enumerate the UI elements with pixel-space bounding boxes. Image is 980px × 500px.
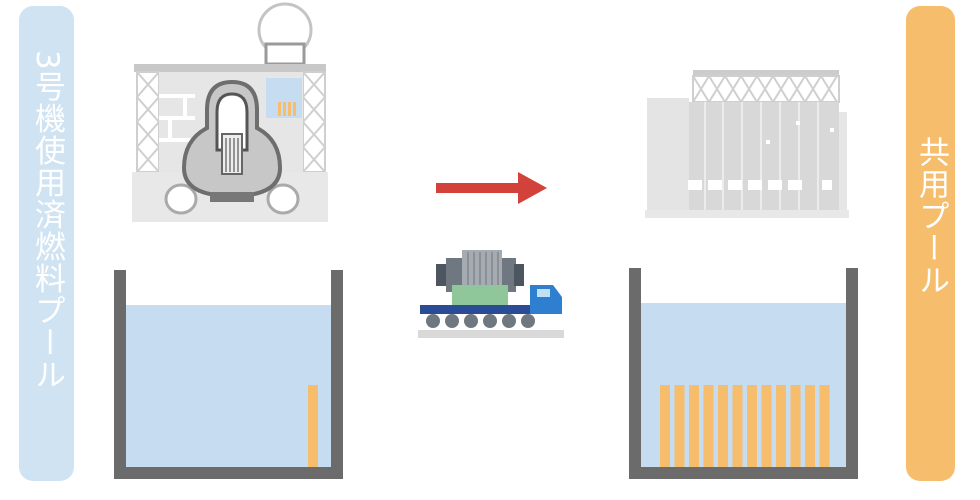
common-fuel-assembly [660, 385, 670, 467]
common-fuel-assembly [761, 385, 772, 467]
common-pool-label: 共用プール [906, 6, 955, 481]
common-fuel-rack [660, 385, 830, 467]
unit3-fuel-rack [308, 385, 318, 467]
common-fuel-assembly [718, 385, 728, 467]
common-fuel-assembly [776, 385, 786, 467]
common-fuel-assembly [732, 385, 743, 467]
common-fuel-assembly [790, 385, 801, 467]
unit3-pool-wall [114, 270, 343, 479]
unit3-fuel-assembly [308, 385, 318, 467]
common-fuel-assembly [805, 385, 815, 467]
unit3-pool-label: 3号機使用済燃料プール [19, 6, 74, 481]
unit3-pool-label-text: 3号機使用済燃料プール [29, 50, 65, 391]
unit3-spent-fuel-pool [114, 270, 343, 479]
common-fuel-assembly [747, 385, 757, 467]
common-fuel-assembly [674, 385, 685, 467]
common-fuel-assembly [819, 385, 830, 467]
common-fuel-assembly [689, 385, 699, 467]
reactor-building-icon [132, 2, 328, 222]
common-fuel-assembly [703, 385, 714, 467]
common-pool-wall [629, 268, 858, 479]
common-pool-water [641, 303, 846, 467]
common-pool-building-icon [645, 70, 849, 218]
common-pool-label-text: 共用プール [913, 136, 949, 296]
unit3-pool-water [126, 305, 331, 467]
transport-truck-icon [418, 250, 564, 338]
arrow-right-icon [436, 172, 547, 204]
common-spent-fuel-pool [629, 268, 858, 479]
